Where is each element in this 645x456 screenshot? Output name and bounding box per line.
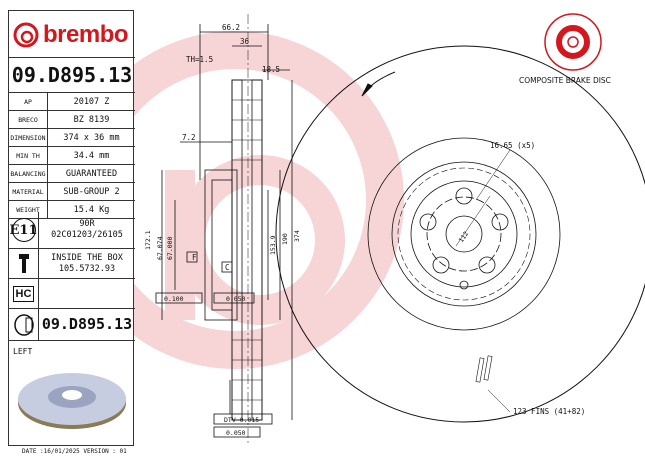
dim-190: 190	[281, 233, 289, 245]
spec-value: 20107 Z	[47, 93, 135, 111]
spec-value: BZ 8139	[47, 110, 135, 129]
spec-value: 374 x 36 mm	[47, 128, 135, 147]
spec-key: AP	[9, 93, 48, 111]
disc-front-view	[275, 45, 645, 423]
hc-row: HC	[9, 279, 135, 309]
e11-line2: 02C01203/26105	[51, 230, 123, 240]
dtv-tol: DTV 0.015	[224, 416, 259, 424]
box-line1: INSIDE THE BOX	[51, 252, 123, 263]
bolt-hole-dim: 16.65 (x5)	[490, 141, 535, 150]
side-label: LEFT	[13, 347, 33, 356]
dim-67-000: 67.000	[166, 236, 174, 260]
tol-0-100: 0.100	[164, 295, 184, 303]
dim-18-5: 18.5	[262, 65, 280, 74]
disc-side-icon	[13, 313, 34, 336]
spec-key: DIMENSION	[9, 128, 48, 147]
fins-label: 123 FINS (41+82)	[513, 407, 585, 416]
screw-icon	[18, 253, 29, 273]
hc-icon: HC	[12, 285, 35, 302]
spec-value: 34.4 mm	[47, 146, 135, 165]
dim-67-074: 67.074	[156, 236, 164, 260]
spec-value: SUB-GROUP 2	[47, 182, 135, 201]
disc-section-view	[155, 14, 293, 446]
part-number: 09.D895.13	[9, 57, 135, 93]
dim-overall-width: 66.2	[222, 23, 240, 32]
spec-key: MIN TH	[9, 146, 48, 165]
footer-date: DATE :16/01/2025 VERSION : 01	[22, 448, 127, 455]
dim-7-2: 7.2	[182, 133, 196, 142]
dim-172-1: 172.1	[144, 230, 152, 250]
dim-374: 374	[293, 230, 301, 242]
box-row: INSIDE THE BOX 105.5732.93	[9, 249, 135, 279]
datum-f: F	[192, 253, 197, 262]
dim-pcd-112: 112	[457, 230, 470, 244]
brand-name: brembo	[43, 21, 129, 48]
spec-key: MATERIAL	[9, 182, 48, 201]
datum-c: C	[225, 263, 230, 272]
spec-value: GUARANTEED	[47, 164, 135, 183]
brembo-logo: brembo	[13, 15, 131, 55]
composite-disc-label: COMPOSITE BRAKE DISC	[519, 76, 611, 85]
box-line2: 105.5732.93	[58, 263, 116, 274]
tol-0-050-b: 0.050	[226, 429, 246, 437]
pn-row-value: 09.D895.13	[41, 315, 133, 333]
dim-153-9: 153.9	[269, 235, 277, 255]
composite-disc-icon	[544, 13, 602, 71]
spec-value: 15.4 Kg	[47, 200, 135, 219]
spec-key: BRECO	[9, 110, 48, 129]
e11-icon: E11	[10, 218, 38, 242]
dim-th: TH=1.5	[186, 55, 213, 64]
tol-0-050: 0.050	[226, 295, 246, 303]
pn-row: 09.D895.13	[9, 309, 135, 341]
e11-line1: 90R	[79, 219, 95, 229]
disc-render-image	[18, 373, 126, 429]
dim-width-36: 36	[240, 37, 250, 46]
spec-key: BALANCING	[9, 164, 48, 183]
brembo-mark-icon	[13, 22, 39, 48]
e11-row: E11 90R 02C01203/26105	[9, 212, 135, 249]
